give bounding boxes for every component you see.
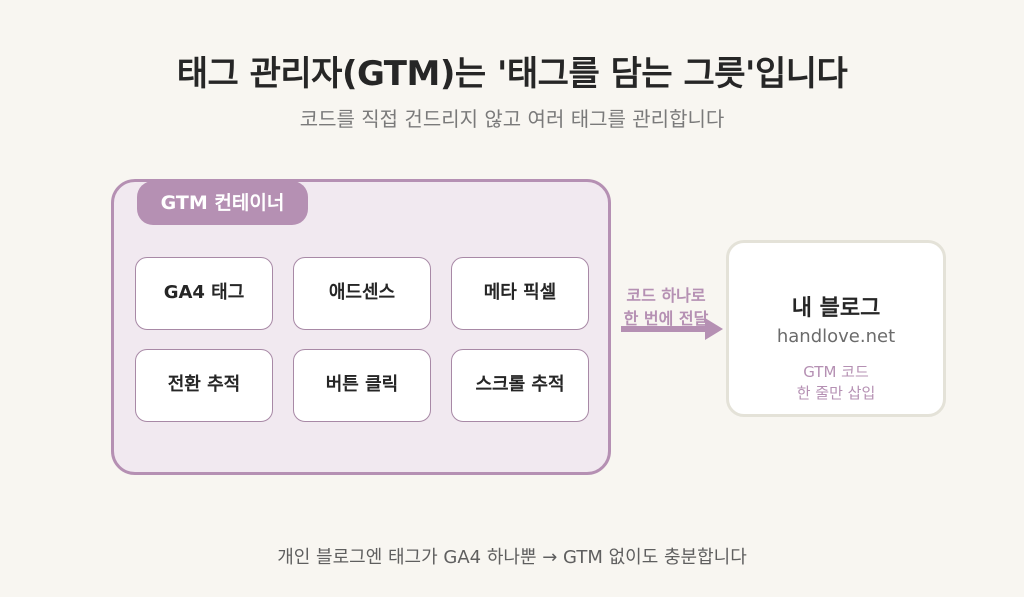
blog-box — [726, 240, 946, 417]
tag-meta-pixel: 메타 픽셀 — [451, 257, 589, 330]
footer-note: 개인 블로그엔 태그가 GA4 하나뿐 → GTM 없이도 충분합니다 — [277, 547, 747, 568]
arrow-label-line2: 한 번에 전달 — [623, 309, 709, 328]
blog-url: handlove.net — [776, 326, 896, 347]
tag-adsense: 애드센스 — [293, 257, 431, 330]
diagram-title: 태그 관리자(GTM)는 '태그를 담는 그릇'입니다 — [176, 54, 848, 94]
blog-note-line2: 한 줄만 삽입 — [796, 384, 876, 402]
tag-scroll-tracking: 스크롤 추적 — [451, 349, 589, 422]
blog-note: GTM 코드 한 줄만 삽입 — [726, 362, 946, 404]
blog-note-line1: GTM 코드 — [803, 363, 869, 381]
gtm-container-label: GTM 컨테이너 — [137, 181, 308, 225]
blog-title: 내 블로그 — [791, 296, 881, 321]
diagram-subtitle: 코드를 직접 건드리지 않고 여러 태그를 관리합니다 — [299, 107, 725, 131]
tag-button-click: 버튼 클릭 — [293, 349, 431, 422]
arrow-label: 코드 하나로 한 번에 전달 — [608, 284, 724, 330]
tag-conversion-tracking: 전환 추적 — [135, 349, 273, 422]
arrow-label-line1: 코드 하나로 — [626, 286, 706, 305]
right-arrow-icon — [621, 318, 723, 340]
tag-ga4: GA4 태그 — [135, 257, 273, 330]
